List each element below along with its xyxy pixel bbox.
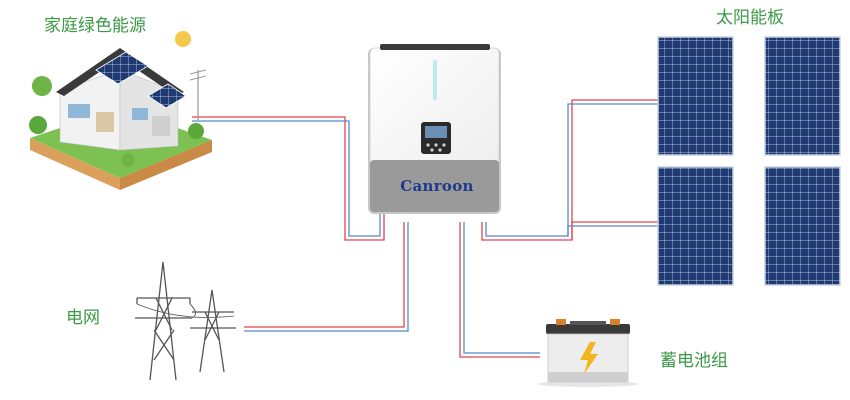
- label-home-green-energy: 家庭绿色能源: [44, 16, 146, 36]
- wire-solar-inverter: [481, 99, 658, 241]
- house-icon: [29, 48, 212, 190]
- wire-battery-inverter: [459, 222, 540, 358]
- wire-grid-inverter: [244, 222, 409, 332]
- label-solar-panels: 太阳能板: [716, 8, 784, 28]
- solar-panel-icon: [657, 36, 841, 286]
- power-tower-icon: [135, 261, 236, 381]
- sun-icon: [175, 31, 191, 47]
- label-power-grid: 电网: [66, 308, 100, 328]
- inverter-icon: [368, 44, 501, 214]
- label-battery-bank: 蓄电池组: [660, 351, 728, 371]
- wire-house-inverter: [192, 116, 385, 241]
- inverter-brand: Canroon: [400, 177, 474, 195]
- lightning-icon: [580, 342, 598, 374]
